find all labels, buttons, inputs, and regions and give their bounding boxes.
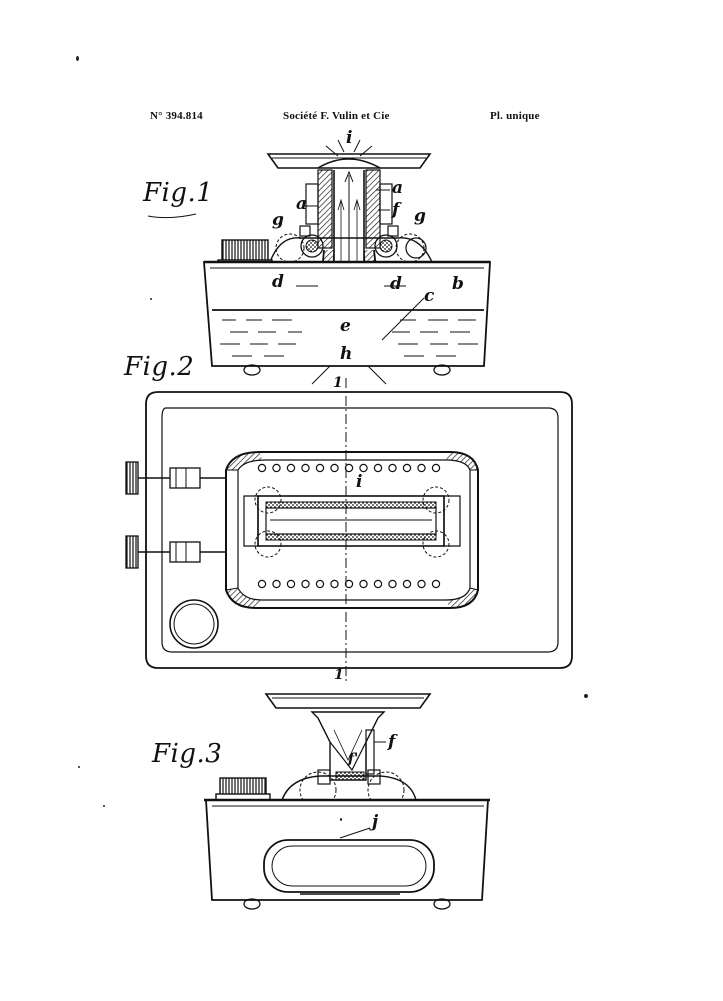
label-h: h [340, 344, 353, 364]
label-a-right: a [392, 178, 404, 198]
burner-hole [417, 463, 426, 473]
figure-1-underline [147, 213, 197, 219]
label-g-left: g [272, 210, 284, 230]
label-j: j [372, 812, 379, 832]
patent-number: N° 394.814 [150, 110, 203, 122]
label-a-left: a [296, 194, 308, 214]
label-section-bottom: 1 [334, 667, 344, 683]
label-i-fig1: i [346, 128, 353, 148]
plate-label: Pl. unique [490, 110, 540, 122]
burner-hole [359, 463, 368, 473]
burner-hole [301, 463, 310, 473]
burner-hole [330, 463, 339, 473]
burner-hole [272, 579, 281, 589]
label-e: e [340, 316, 351, 336]
burner-hole [373, 463, 383, 473]
label-f-fig3: f [388, 732, 396, 752]
assignee-name: Société F. Vulin et Cie [283, 110, 390, 122]
scan-speck [76, 56, 79, 61]
burner-hole [373, 579, 383, 589]
label-b: b [452, 274, 464, 294]
label-g-right: g [414, 206, 426, 226]
label-f-fig1: f [392, 200, 400, 220]
burner-hole [388, 579, 397, 589]
figure-2-title: Fig.2 [124, 352, 195, 382]
burner-hole [315, 463, 325, 473]
burner-hole [257, 579, 267, 589]
burner-hole [286, 579, 296, 589]
label-f-prime: f' [348, 751, 359, 767]
figure-3-drawing [204, 693, 490, 910]
burner-hole [286, 463, 296, 473]
scan-speck [340, 818, 342, 821]
burner-hole [330, 579, 339, 589]
scan-speck [150, 298, 152, 300]
burner-hole [402, 463, 412, 473]
figure-1-title: Fig.1 [143, 178, 214, 208]
scan-speck [103, 805, 105, 807]
burner-hole [272, 463, 281, 473]
scan-speck [584, 694, 588, 698]
burner-hole [257, 463, 267, 473]
label-section-top: 1 [333, 375, 343, 391]
scan-speck [78, 766, 80, 768]
label-i-fig2: i [356, 472, 363, 492]
burner-hole [344, 463, 354, 473]
figure-3-title: Fig.3 [152, 739, 223, 769]
burner-hole [431, 579, 441, 589]
burner-hole [301, 579, 310, 589]
burner-hole [315, 579, 325, 589]
figure-1-drawing [203, 139, 491, 385]
burner-hole [417, 579, 426, 589]
burner-hole [431, 463, 441, 473]
figure-2-drawing [125, 391, 573, 669]
burner-hole [402, 579, 412, 589]
burner-hole [359, 579, 368, 589]
burner-hole [344, 579, 354, 589]
label-c: c [424, 286, 435, 306]
label-d-right: d [390, 274, 402, 294]
label-d-left: d [272, 272, 284, 292]
burner-hole [388, 463, 397, 473]
